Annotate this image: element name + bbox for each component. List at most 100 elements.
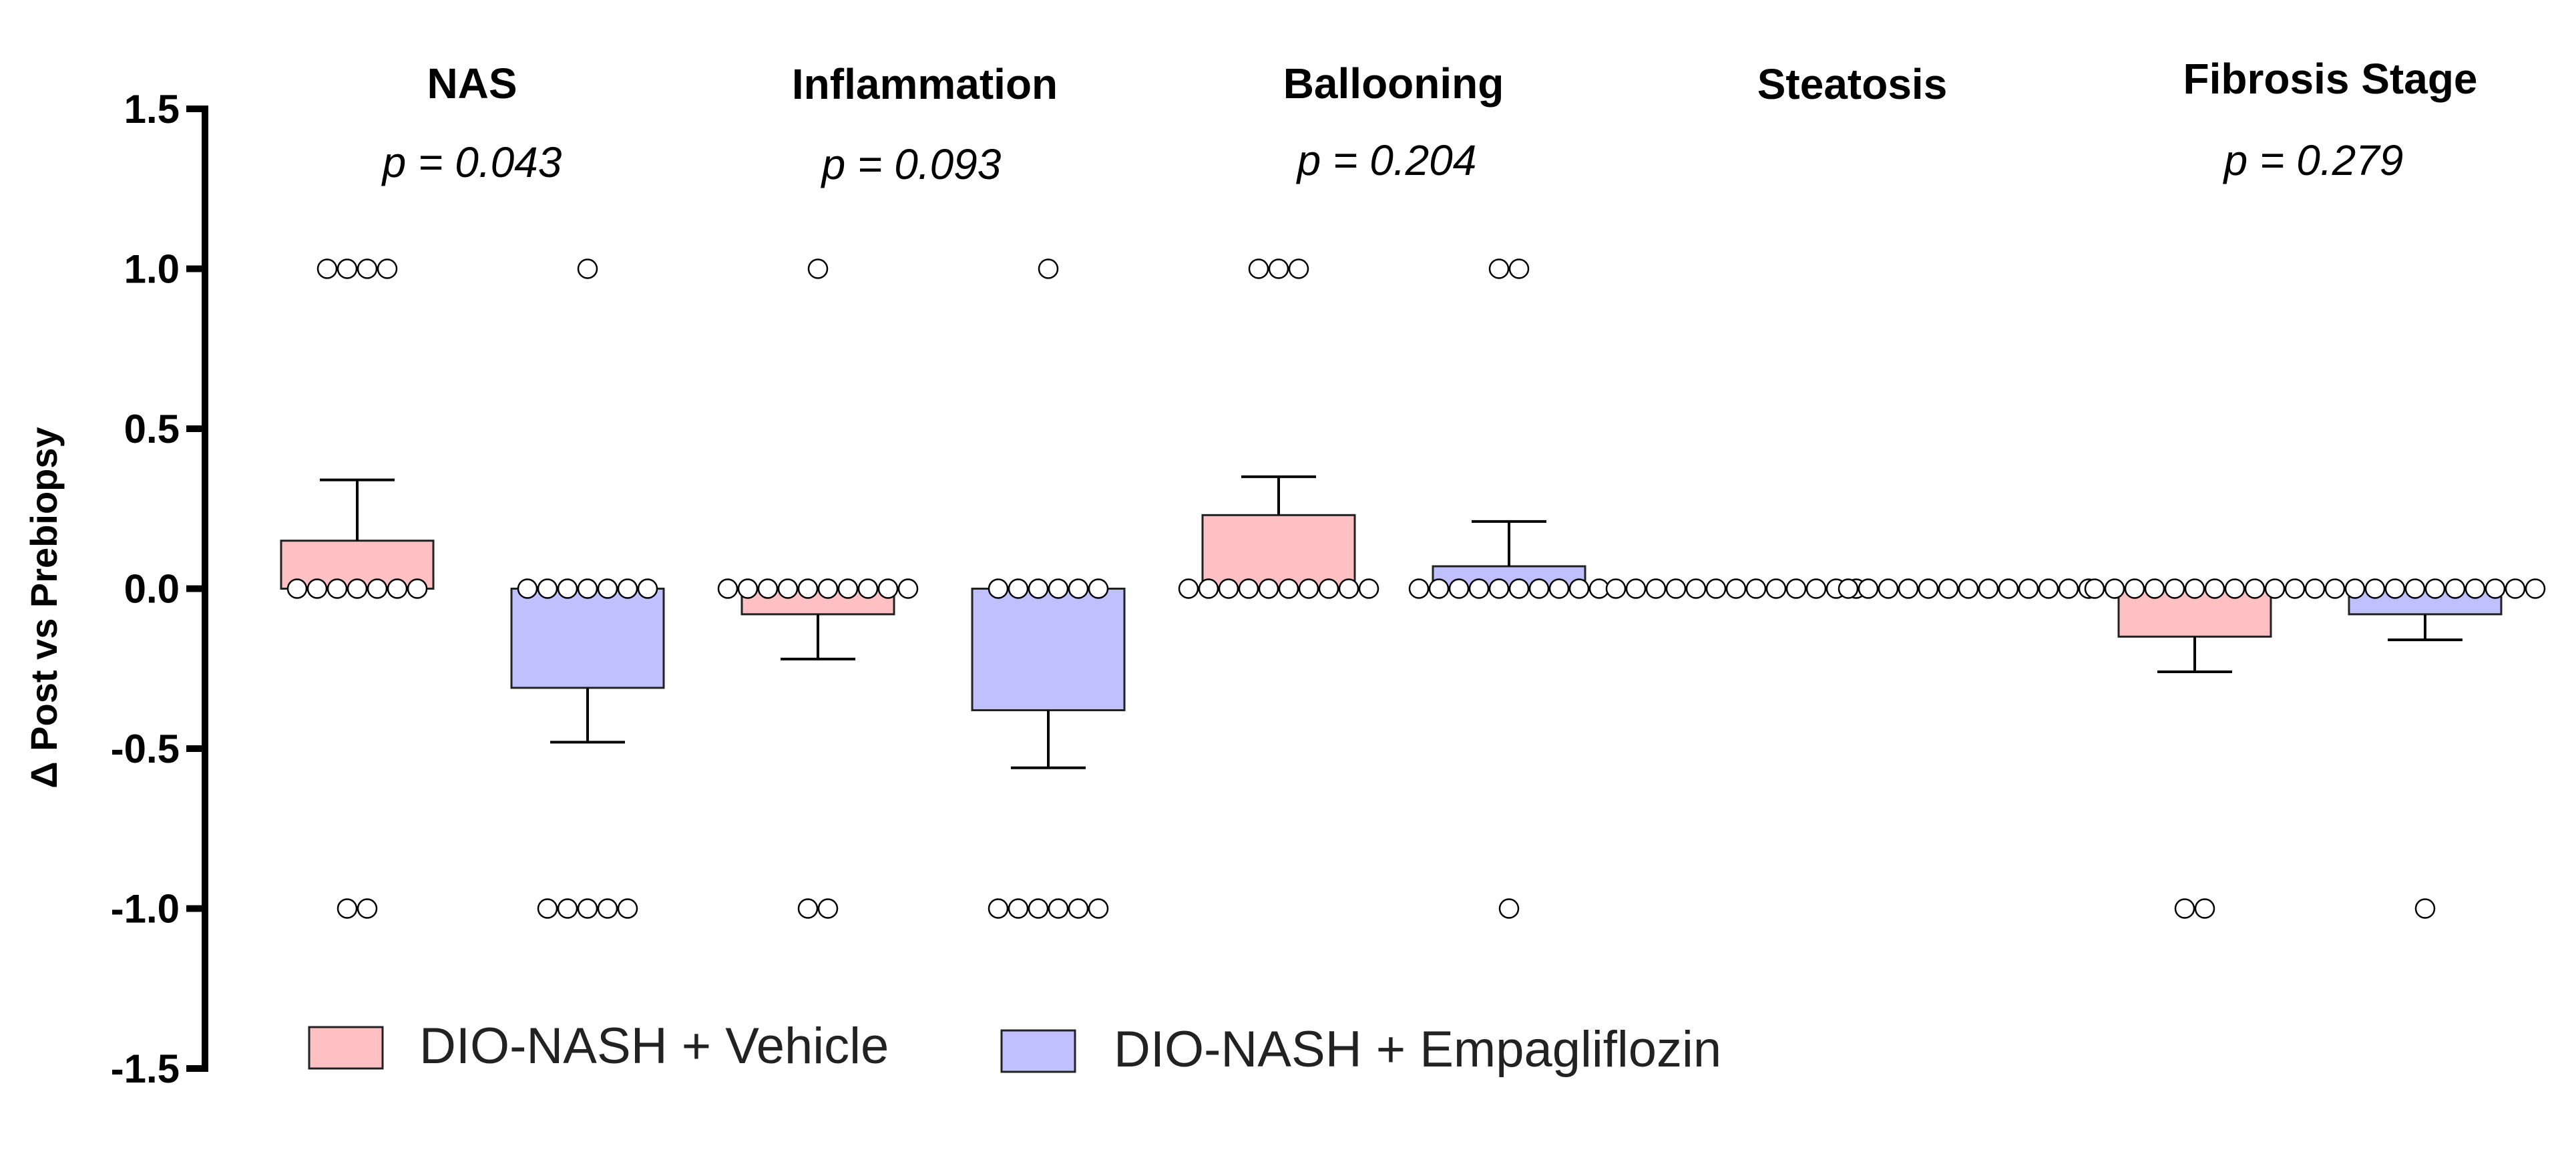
data-point bbox=[1805, 578, 1827, 599]
data-point bbox=[286, 578, 308, 599]
y-tick-label: -1.5 bbox=[111, 1046, 180, 1091]
data-point bbox=[2224, 578, 2245, 599]
data-point bbox=[306, 578, 328, 599]
data-point bbox=[316, 258, 338, 279]
data-point bbox=[1428, 578, 1450, 599]
data-point bbox=[2194, 898, 2215, 919]
data-point bbox=[757, 578, 779, 599]
bar bbox=[971, 588, 1126, 712]
group-empagliflozin bbox=[2304, 578, 2546, 919]
data-point bbox=[1008, 578, 1029, 599]
group-empagliflozin bbox=[971, 258, 1126, 919]
data-point bbox=[1488, 578, 1510, 599]
y-axis-title: Δ Post vs Prebiopsy bbox=[23, 427, 65, 788]
data-point bbox=[988, 898, 1009, 919]
data-point bbox=[2464, 578, 2486, 599]
data-point bbox=[1765, 578, 1787, 599]
data-point bbox=[1088, 898, 1109, 919]
data-point bbox=[617, 578, 638, 599]
data-point bbox=[347, 578, 368, 599]
data-point bbox=[737, 578, 759, 599]
data-point bbox=[1998, 578, 2019, 599]
data-point bbox=[617, 898, 638, 919]
data-point bbox=[2144, 578, 2165, 599]
data-point bbox=[1198, 578, 1219, 599]
data-point bbox=[597, 578, 618, 599]
data-point bbox=[1745, 578, 1767, 599]
data-point bbox=[1048, 578, 1069, 599]
y-axis: 1.51.00.50.0-0.5-1.0-1.5 bbox=[111, 87, 208, 1091]
data-point bbox=[637, 578, 658, 599]
data-point bbox=[1858, 578, 1879, 599]
data-point bbox=[1008, 898, 1029, 919]
data-point bbox=[1278, 578, 1299, 599]
y-tick-label: -1.0 bbox=[111, 887, 180, 932]
p-value: p = 0.279 bbox=[2223, 136, 2404, 184]
data-point bbox=[857, 578, 879, 599]
data-point bbox=[1318, 578, 1339, 599]
data-point bbox=[337, 898, 358, 919]
data-point bbox=[1088, 578, 1109, 599]
data-point bbox=[367, 578, 388, 599]
data-point bbox=[1838, 578, 1859, 599]
data-point bbox=[1938, 578, 1959, 599]
group-vehicle bbox=[1178, 258, 1379, 599]
data-point bbox=[2184, 578, 2205, 599]
data-point bbox=[577, 898, 598, 919]
data-point bbox=[537, 898, 558, 919]
panel-title: Ballooning bbox=[1283, 59, 1504, 108]
group-empagliflozin bbox=[1838, 578, 2099, 599]
data-point bbox=[1488, 258, 1510, 279]
data-point bbox=[1958, 578, 1979, 599]
data-point bbox=[387, 578, 408, 599]
data-point bbox=[1508, 258, 1530, 279]
data-point bbox=[2058, 578, 2079, 599]
data-point bbox=[1028, 898, 1049, 919]
data-point bbox=[337, 258, 358, 279]
group-vehicle bbox=[280, 258, 435, 919]
data-point bbox=[1568, 578, 1590, 599]
data-point bbox=[1048, 898, 1069, 919]
data-point bbox=[1665, 578, 1687, 599]
data-point bbox=[1878, 578, 1899, 599]
data-point bbox=[2414, 898, 2436, 919]
data-point bbox=[1408, 578, 1430, 599]
data-point bbox=[407, 578, 428, 599]
data-point bbox=[517, 578, 538, 599]
data-point bbox=[2525, 578, 2546, 599]
data-point bbox=[717, 578, 738, 599]
data-point bbox=[2038, 578, 2059, 599]
data-point bbox=[2404, 578, 2426, 599]
data-point bbox=[1508, 578, 1530, 599]
data-point bbox=[1448, 578, 1470, 599]
data-point bbox=[1468, 578, 1490, 599]
data-point bbox=[377, 258, 398, 279]
legend-swatch-vehicle bbox=[308, 1026, 384, 1070]
data-point bbox=[1338, 578, 1359, 599]
data-point bbox=[1625, 578, 1647, 599]
data-point bbox=[2485, 578, 2506, 599]
data-point bbox=[1238, 578, 1259, 599]
data-point bbox=[807, 258, 829, 279]
data-point bbox=[1288, 258, 1309, 279]
group-vehicle bbox=[717, 258, 919, 919]
data-point bbox=[817, 578, 839, 599]
data-point bbox=[797, 578, 819, 599]
data-point bbox=[1038, 258, 1059, 279]
data-point bbox=[2324, 578, 2346, 599]
data-point bbox=[837, 578, 859, 599]
legend-swatch-empagliflozin bbox=[1000, 1029, 1076, 1073]
p-value: p = 0.093 bbox=[821, 140, 1002, 188]
y-tick-label: -0.5 bbox=[111, 727, 180, 771]
data-point bbox=[1685, 578, 1707, 599]
data-point bbox=[2244, 578, 2266, 599]
data-point bbox=[2018, 578, 2039, 599]
data-point bbox=[1978, 578, 1999, 599]
data-point bbox=[2505, 578, 2526, 599]
data-point bbox=[2304, 578, 2326, 599]
data-point bbox=[2384, 578, 2406, 599]
